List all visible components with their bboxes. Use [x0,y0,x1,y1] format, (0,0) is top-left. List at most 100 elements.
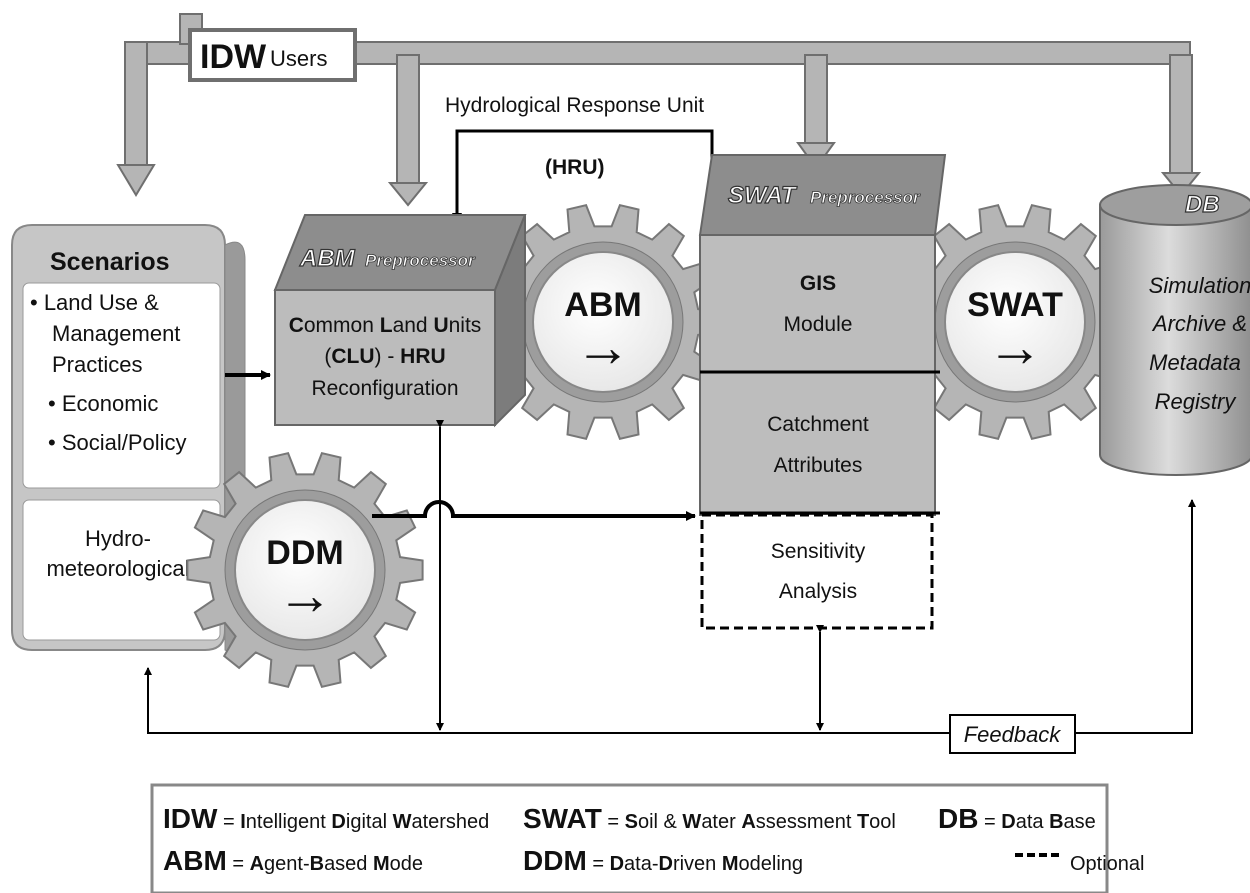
scenarios-list-panel [22,282,221,489]
legend-item-0: IDW = Intelligent Digital Watershed [163,803,489,834]
legend-part: gent- [264,853,310,875]
db-text-4: Registry [1155,389,1238,414]
sensitivity-line-1: Sensitivity [771,540,866,563]
hydro-line-1: Hydro- [85,526,151,551]
legend-part: ool [869,811,896,833]
scenario-item-0-line-1: Management [52,321,180,346]
legend-abbr: IDW [163,803,218,834]
legend-part: I [240,811,246,833]
rich-part-0: ( [324,345,331,368]
swat-pre-header-rest: Preprocessor [810,188,921,207]
legend-part: B [310,853,324,875]
rich-part-1: ommon [304,314,380,337]
swat-gear-center [944,251,1086,393]
rich-part-1: CLU [331,345,374,368]
hru-abbr: (HRU) [545,156,604,179]
idw-users-arrowheads [116,142,1202,207]
swat-gear-arrow-icon: → [987,315,1043,378]
legend-part: odeling [739,853,804,875]
legend-part: T [857,811,869,833]
rich-part-3: HRU [400,345,446,368]
legend-part: M [722,853,739,875]
db-label: DB [1185,191,1220,218]
abm-gear-center [532,251,674,393]
feedback-to-scenarios-arrow [144,667,950,734]
legend-eq: = [602,811,625,833]
legend-part: igital [346,811,393,833]
abm-pre-header-rest: Preprocessor [365,251,476,270]
catchment-line-2: Attributes [774,454,863,477]
legend-part: ater [701,811,741,833]
legend-part: ata [1016,811,1049,833]
swat-gear-label: SWAT [967,286,1063,324]
legend-part: D [610,853,624,875]
legend-part: ssessment [756,811,857,833]
legend-part: riven [673,853,722,875]
rich-part-0: C [289,314,304,337]
legend-abbr: SWAT [523,803,602,834]
legend-part: D [658,853,672,875]
legend-part: Optional [1070,853,1145,875]
scenarios-box: Scenarios • Land Use & ManagementPractice… [11,224,246,654]
db-text-3: Metadata [1149,350,1241,375]
db-cylinder: DB Simulation Archive & Metadata Registr… [1099,184,1250,476]
feedback-to-db-arrow [1075,499,1196,734]
feedback-label: Feedback [964,722,1062,747]
legend-abbr: DB [938,803,978,834]
legend-part: B [1049,811,1063,833]
legend-part: ntelligent [246,811,332,833]
ddm-to-swat-arrow [372,500,696,521]
legend-part: ode [390,853,423,875]
swat-gear: SWAT→ [896,204,1134,440]
sensitivity-line-2: Analysis [779,580,857,603]
legend-part: ase [1064,811,1096,833]
hru-title: Hydrological Response Unit [445,94,704,117]
gis-line-1: GIS [800,272,836,295]
legend-eq: = [587,853,610,875]
ddm-gear-label: DDM [266,534,343,572]
legend-part: S [625,811,638,833]
scenarios-title: Scenarios [50,248,170,276]
abm-pre-line-1: Common Land Units [289,314,482,337]
rich-part-3: and [393,314,434,337]
abm-gear: ABM→ [484,204,722,440]
legend-eq: = [978,811,1001,833]
legend-box [150,783,1109,893]
catchment-line-1: Catchment [767,413,869,436]
legend-part: D [1001,811,1015,833]
sensitivity-panel [700,513,934,630]
feedback-label-box: Feedback [949,714,1076,754]
scenario-item-2-line-0: • Social/Policy [48,430,187,455]
legend-eq: = [227,853,250,875]
rich-part-2: ) - [375,345,401,368]
hru-connector: Hydrological Response Unit (HRU) [445,94,718,223]
scenario-item-0-line-2: Practices [52,352,142,377]
legend-item-2: DB = Data Base [938,803,1096,834]
legend-part: M [373,853,390,875]
legend-part: oil & [638,811,682,833]
feedback-loop [144,420,1196,734]
db-text-1: Simulation [1149,273,1250,298]
abm-gear-label: ABM [564,286,641,324]
ddm-gear: DDM→ [186,452,424,688]
idw-users-pipes [124,13,1193,186]
idw-users-abbr: IDW [200,38,267,76]
abm-pre-header-abbr: ABM [299,245,356,272]
idw-users-label: Users [270,46,327,71]
idw-users-box: IDW Users [188,28,357,82]
legend-abbr: ABM [163,845,227,876]
legend-part: D [331,811,345,833]
gis-line-2: Module [784,313,853,336]
scenario-item-0-line-0: • Land Use & [30,290,159,315]
legend-part: atershed [411,811,489,833]
abm-pre-line-2: (CLU) - HRU [324,345,445,368]
legend-eq: = [217,811,240,833]
rich-part-4: U [433,314,448,337]
swat-preprocessor-box: SWAT Preprocessor GIS Module Catchment A… [698,154,947,630]
abm-preprocessor-box: ABM Preprocessor Common Land Units (CLU)… [273,214,527,428]
scenario-item-1-line-0: • Economic [48,391,158,416]
